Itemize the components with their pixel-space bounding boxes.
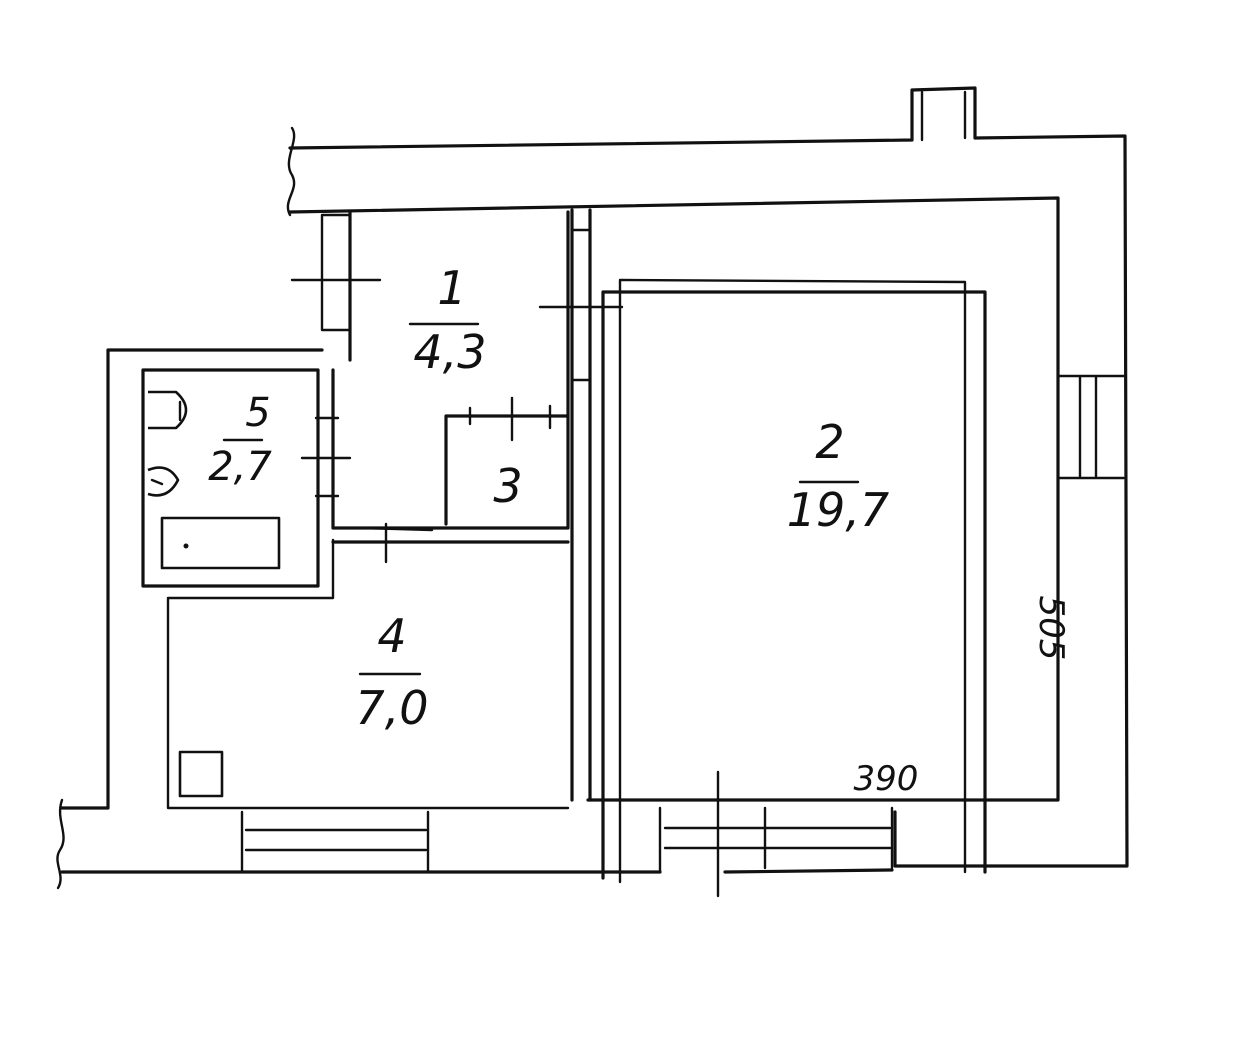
room-area-2: 19,7 xyxy=(787,483,889,537)
room-number-4: 4 xyxy=(377,609,406,663)
window-room2-east xyxy=(1056,374,1126,480)
door-bath xyxy=(300,416,352,498)
toilet-icon xyxy=(148,390,188,430)
balcony xyxy=(601,278,987,884)
bathtub-icon xyxy=(160,516,281,570)
room-labels: 1 4,3 2 19,7 3 4 7,0 5 2,7 xyxy=(208,261,889,735)
door-room4 xyxy=(358,522,434,564)
room-number-3: 3 xyxy=(493,459,522,513)
balcony-door xyxy=(658,770,894,898)
room-area-5: 2,7 xyxy=(208,444,272,490)
dimension-length: 505 xyxy=(1031,596,1071,661)
outer-walls xyxy=(56,86,1129,890)
window-room4 xyxy=(240,810,430,874)
dimensions: 390 505 xyxy=(854,596,1071,799)
interior-walls xyxy=(141,208,592,810)
room-area-1: 4,3 xyxy=(413,325,486,379)
stove-icon xyxy=(178,750,224,798)
door-closet3 xyxy=(468,396,552,442)
room-number-2: 2 xyxy=(815,415,844,469)
dimension-width: 390 xyxy=(854,759,919,799)
sink-icon xyxy=(147,466,180,497)
room-number-1: 1 xyxy=(437,261,466,315)
room-number-5: 5 xyxy=(245,390,270,436)
windows xyxy=(240,374,1126,898)
fixtures xyxy=(147,390,281,798)
doors xyxy=(290,278,624,564)
room-area-4: 7,0 xyxy=(355,681,428,735)
